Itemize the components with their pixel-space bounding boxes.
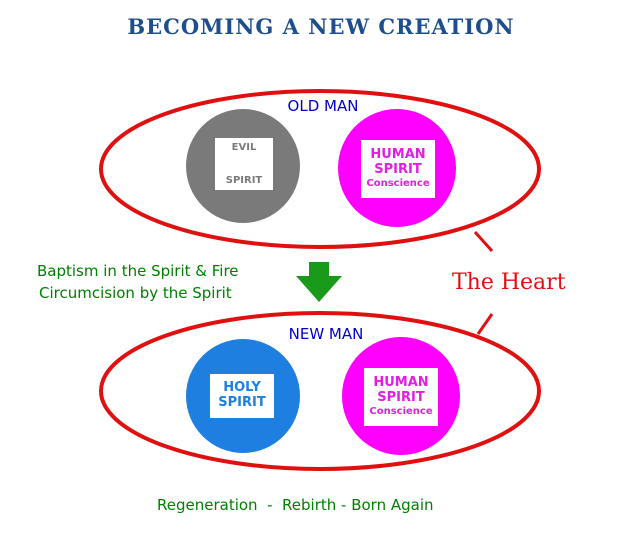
new-human-spirit-line2: SPIRIT [377,390,425,406]
heart-pointer-top [473,230,494,253]
page-title: BECOMING A NEW CREATION [127,14,515,39]
new-man-label: NEW MAN [288,325,364,343]
heart-label: The Heart [452,270,566,295]
new-man-ellipse [99,311,541,471]
footer-text: Regeneration - Rebirth - Born Again [157,496,434,514]
transition-line2: Circumcision by the Spirit [39,284,232,302]
evil-spirit-line1: EVIL [231,142,257,153]
old-human-spirit-line2: SPIRIT [374,162,422,178]
transition-line1: Baptism in the Spirit & Fire [37,262,239,280]
new-human-spirit-line3: Conscience [369,406,433,418]
old-human-spirit-line3: Conscience [366,178,430,190]
old-human-spirit-box: HUMAN SPIRIT Conscience [361,140,435,198]
holy-spirit-box: HOLY SPIRIT [210,374,274,418]
holy-spirit-line2: SPIRIT [218,395,266,410]
old-man-label: OLD MAN [287,97,359,115]
old-human-spirit-line1: HUMAN [370,147,426,163]
new-human-spirit-line1: HUMAN [373,375,429,391]
heart-pointer-bottom [476,313,494,335]
new-human-spirit-box: HUMAN SPIRIT Conscience [364,368,438,426]
evil-spirit-box: EVIL SPIRIT [215,138,273,190]
down-arrow-icon [296,262,342,302]
holy-spirit-line1: HOLY [223,380,261,396]
evil-spirit-line2: SPIRIT [225,174,263,186]
old-man-ellipse [99,89,541,249]
